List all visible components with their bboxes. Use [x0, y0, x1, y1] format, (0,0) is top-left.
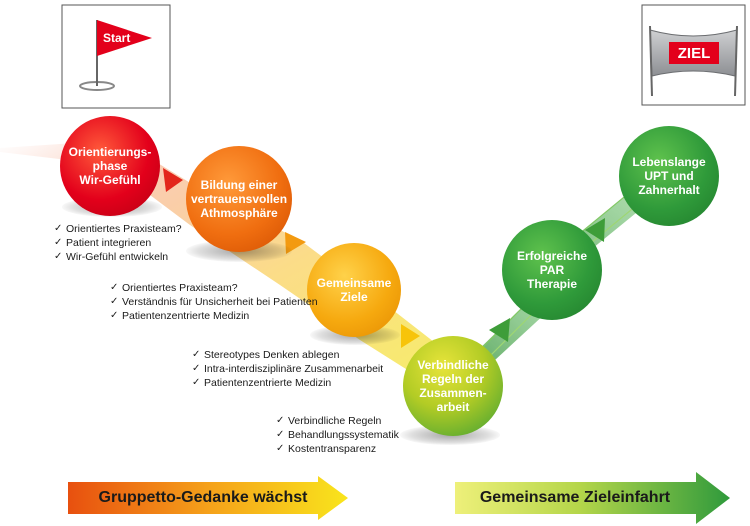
check-icon: ✓ [110, 282, 119, 293]
stage-orientierungsphase: Orientierungs- phase Wir-Gefühl [60, 116, 160, 216]
stage-upt-zahnerhalt: Lebenslange UPT und Zahnerhalt [619, 126, 719, 226]
check-icon: ✓ [110, 310, 119, 321]
stage-verbindliche-regeln: Verbindliche Regeln der Zusammen- arbeit [403, 336, 503, 436]
list-item: ✓Verständnis für Unsicherheit bei Patien… [110, 296, 318, 308]
stage-4-label: Verbindliche Regeln der Zusammen- arbeit [417, 358, 489, 414]
check-icon: ✓ [276, 429, 285, 440]
stage-5-label: Erfolgreiche PAR Therapie [516, 249, 588, 291]
start-label: Start [103, 31, 130, 45]
check-icon: ✓ [192, 377, 201, 388]
check-icon: ✓ [110, 296, 119, 307]
list-item: ✓Kostentransparenz [276, 443, 377, 455]
stage-gemeinsame-ziele: Gemeinsame Ziele [307, 243, 401, 337]
list-item: ✓Patient integrieren [54, 237, 152, 249]
stage-6-label: Lebenslange UPT und Zahnerhalt [632, 155, 706, 197]
banner-left-label: Gruppetto-Gedanke wächst [98, 489, 308, 506]
list-item: ✓Behandlungssystematik [276, 429, 399, 441]
check-icon: ✓ [276, 415, 285, 426]
list-item: ✓Orientiertes Praxisteam? [110, 282, 238, 294]
check-icon: ✓ [54, 223, 63, 234]
ziel-label: ZIEL [678, 45, 711, 62]
check-icon: ✓ [54, 251, 63, 262]
list-item: ✓Stereotypes Denken ablegen [192, 349, 340, 361]
start-flag [97, 20, 152, 56]
stage-par-therapie: Erfolgreiche PAR Therapie [502, 220, 602, 320]
list-item: ✓Verbindliche Regeln [276, 415, 382, 427]
arrow-2 [285, 232, 306, 254]
list-item: ✓Patientenzentrierte Medizin [192, 377, 332, 389]
arrow-4 [489, 318, 510, 342]
arrow-3 [401, 324, 420, 348]
check-icon: ✓ [54, 237, 63, 248]
stage-3-label: Gemeinsame Ziele [316, 276, 392, 304]
start-flag-box: Start [61, 4, 171, 109]
list-item: ✓Patientenzentrierte Medizin [110, 310, 250, 322]
arrow-5 [585, 218, 605, 242]
list-item: ✓Wir-Gefühl entwickeln [54, 251, 169, 263]
stage-vertrauen: Bildung einer vertrauensvollen Athmosphä… [186, 146, 292, 252]
check-icon: ✓ [276, 443, 285, 454]
ziel-box: ZIEL [641, 4, 746, 106]
checklist-1: ✓Orientiertes Praxisteam? ✓Patient integ… [54, 222, 182, 264]
banner-left-shape [68, 476, 348, 520]
list-item: ✓Orientiertes Praxisteam? [54, 223, 182, 235]
stage-1-label: Orientierungs- phase Wir-Gefühl [68, 145, 152, 187]
arrow-1 [163, 168, 183, 192]
check-icon: ✓ [192, 363, 201, 374]
list-item: ✓Intra-interdisziplinäre Zusammenarbeit [192, 363, 384, 375]
checklist-4: ✓Verbindliche Regeln ✓Behandlungssystema… [276, 414, 399, 456]
banner-right-label: Gemeinsame Zieleinfahrt [479, 489, 671, 506]
checklist-3: ✓Stereotypes Denken ablegen ✓Intra-inter… [192, 348, 383, 390]
stage-2-label: Bildung einer vertrauensvollen Athmosphä… [190, 178, 288, 220]
banner-right-shape [455, 472, 730, 524]
check-icon: ✓ [192, 349, 201, 360]
checklist-2: ✓Orientiertes Praxisteam? ✓Verständnis f… [110, 281, 318, 323]
